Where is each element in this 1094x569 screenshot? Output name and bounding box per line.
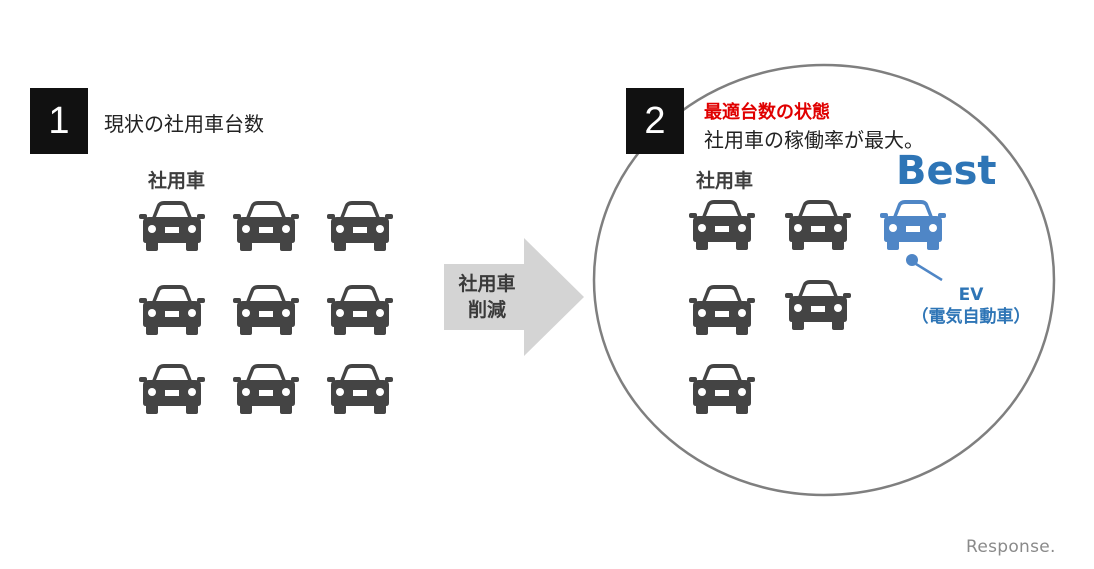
arrow-label-line2: 削減: [467, 299, 506, 321]
car-icon: [785, 280, 851, 330]
ev-pointer: [906, 254, 943, 282]
car-icon: [233, 201, 299, 251]
car-icon: [327, 201, 393, 251]
arrow-label-line1: 社用車: [458, 273, 516, 295]
section2-heading: 最適台数の状態: [704, 102, 830, 123]
car-icon: [139, 201, 205, 251]
ev-label-line2: （電気自動車）: [911, 307, 1031, 327]
car-icon: [785, 200, 851, 250]
car-icon: [689, 200, 755, 250]
section2-car-label: 社用車: [696, 170, 754, 192]
step-number-2: 2: [626, 88, 684, 154]
arrow-label: 社用車 削減: [446, 271, 528, 323]
car-icon: [233, 364, 299, 414]
ev-pointer-line: [915, 262, 943, 282]
car-icon: [139, 364, 205, 414]
car-icon: [233, 285, 299, 335]
section1-car-label: 社用車: [148, 170, 206, 192]
best-label: Best: [896, 148, 997, 194]
section2-subtitle: 社用車の稼働率が最大。: [704, 128, 924, 152]
ev-label-line1: EV: [958, 285, 984, 305]
car-icon: [139, 285, 205, 335]
ev-car-icon: [880, 200, 946, 250]
step-number-1-text: 1: [48, 99, 70, 142]
step-number-2-text: 2: [644, 99, 666, 142]
car-icon: [327, 285, 393, 335]
car-icon: [327, 364, 393, 414]
ev-pointer-dot: [906, 254, 918, 266]
step-number-1: 1: [30, 88, 88, 154]
car-icon: [689, 285, 755, 335]
ev-label: EV （電気自動車）: [896, 284, 1046, 328]
response-logo: Response.: [966, 537, 1056, 557]
reduction-arrow: [444, 238, 584, 356]
reduction-arrow-shape: [444, 238, 584, 356]
section1-title: 現状の社用車台数: [104, 112, 264, 136]
car-icon: [689, 364, 755, 414]
